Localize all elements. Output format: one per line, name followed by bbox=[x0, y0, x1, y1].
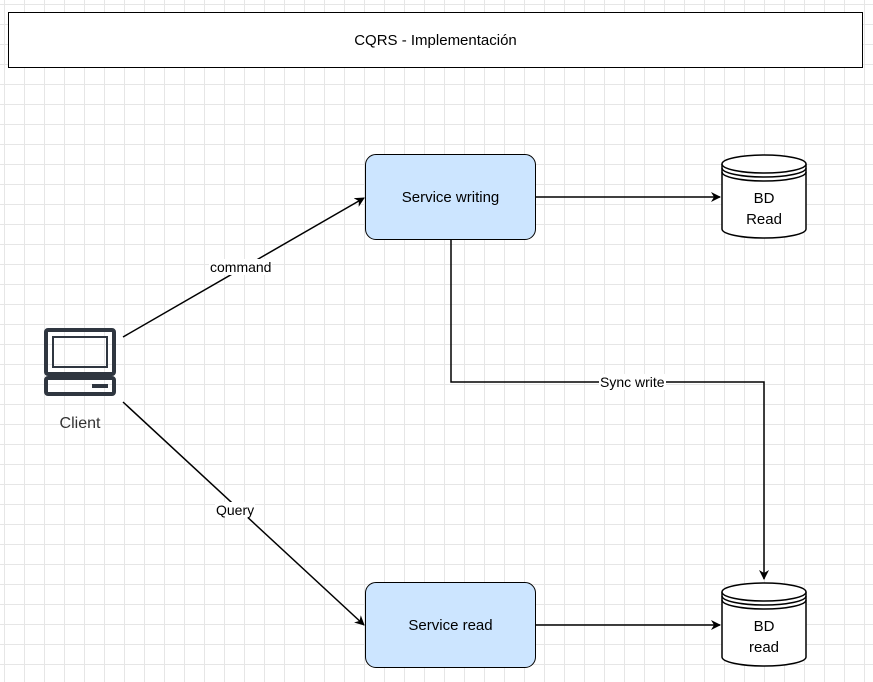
service-read-label: Service read bbox=[408, 616, 493, 634]
database-top-label: BD Read bbox=[721, 188, 807, 230]
database-bottom-icon[interactable] bbox=[721, 582, 807, 667]
page-title-text: CQRS - Implementación bbox=[354, 31, 517, 49]
service-read-node[interactable]: Service read bbox=[365, 582, 536, 668]
database-top-line1: BD bbox=[753, 190, 775, 207]
page-title: CQRS - Implementación bbox=[8, 12, 863, 68]
database-top-icon[interactable] bbox=[721, 154, 807, 239]
service-writing-label: Service writing bbox=[401, 188, 500, 206]
laptop-icon[interactable] bbox=[44, 328, 116, 396]
database-bottom-line1: BD bbox=[753, 618, 775, 635]
service-writing-node[interactable]: Service writing bbox=[365, 154, 536, 240]
database-bottom-label: BD read bbox=[721, 616, 807, 658]
sync-write-label: Sync write bbox=[599, 374, 666, 390]
client-label: Client bbox=[59, 415, 101, 432]
sync-write-arrow[interactable] bbox=[450, 240, 769, 580]
database-bottom-line2: read bbox=[748, 639, 780, 656]
command-label: command bbox=[209, 259, 273, 275]
database-top-line2: Read bbox=[746, 211, 782, 228]
query-label: Query bbox=[215, 502, 256, 518]
